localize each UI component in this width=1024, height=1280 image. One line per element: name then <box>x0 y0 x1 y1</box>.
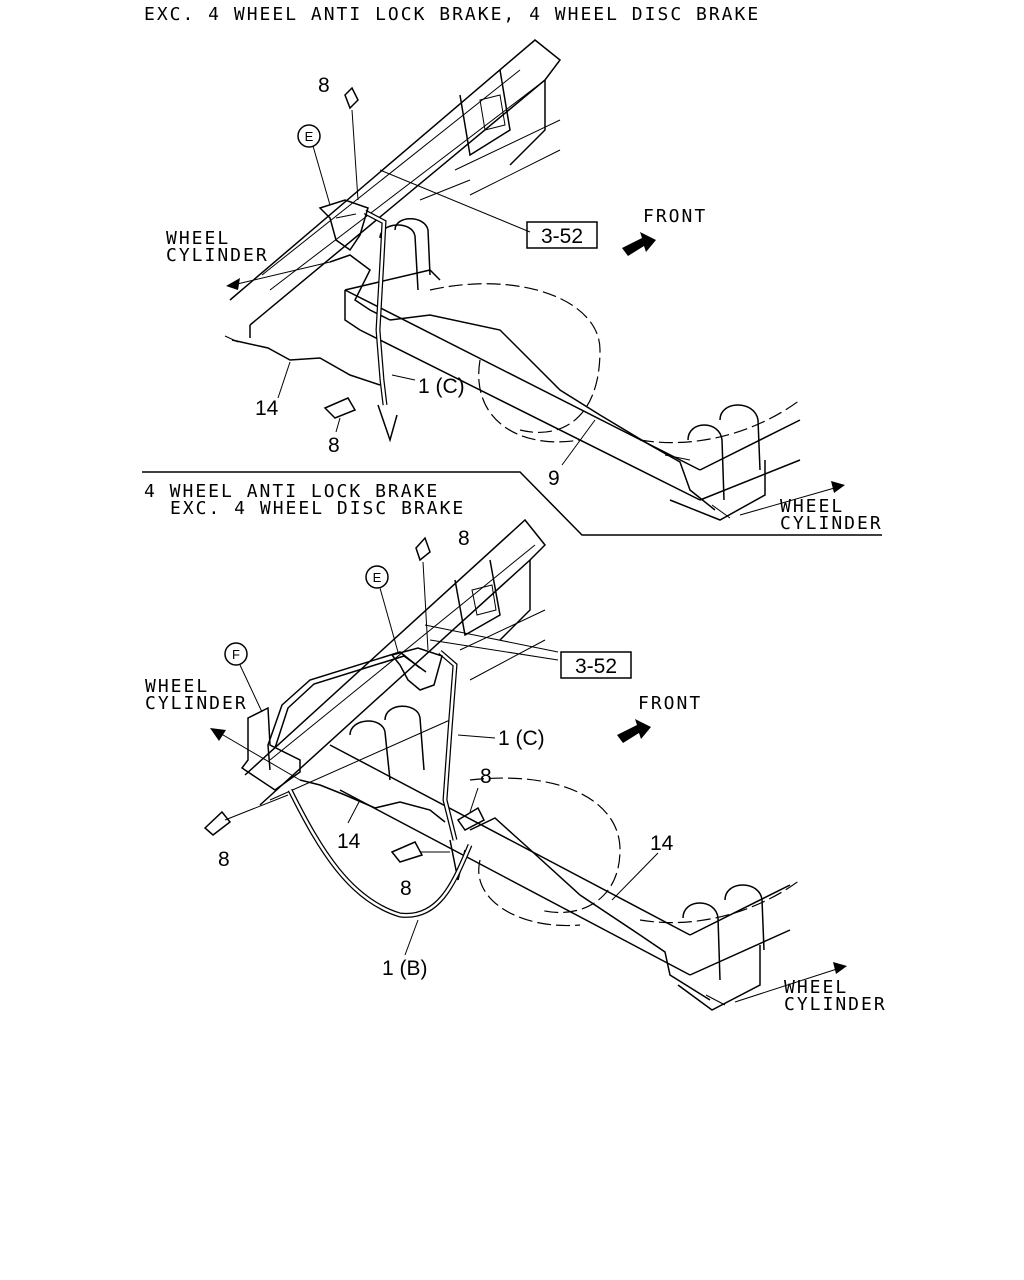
bottom-bracket-e: E <box>365 565 443 691</box>
top-clip-top: 8 <box>318 74 359 201</box>
top-pipe-9-label: 9 <box>548 467 560 490</box>
top-bracket-e: E <box>297 124 369 252</box>
top-pipe-14-label: 14 <box>255 397 279 420</box>
top-wheel-cylinder-right: WHEEL CYLINDER <box>739 481 883 534</box>
bottom-front-indicator: FRONT <box>617 693 702 743</box>
bottom-clip-mid-label: 8 <box>400 877 412 900</box>
bottom-bracket-f: F <box>224 642 301 791</box>
top-front-indicator: FRONT <box>622 206 707 256</box>
bottom-axle <box>329 705 801 1011</box>
top-frame-rail <box>229 39 562 338</box>
bottom-wheel-cylinder-right: WHEEL CYLINDER <box>734 962 887 1015</box>
bottom-clip-left-label: 8 <box>218 848 230 871</box>
top-wheel-left-line1: WHEEL <box>166 228 230 249</box>
bottom-brake-pipe-14-right <box>469 817 711 1001</box>
bottom-wheel-right-line1: WHEEL <box>784 977 848 998</box>
top-hose-1c-label: 1 (C) <box>418 375 465 398</box>
top-wheel-right-line1: WHEEL <box>780 496 844 517</box>
bottom-bracket-f-label: F <box>232 647 240 662</box>
bottom-clip-top-label: 8 <box>458 527 470 550</box>
top-clip-bottom: 8 <box>323 397 357 457</box>
bottom-wheel-right-line2: CYLINDER <box>784 994 887 1015</box>
bottom-wheel-left-line1: WHEEL <box>145 676 209 697</box>
top-wheel-left-line2: CYLINDER <box>166 245 269 266</box>
top-wheel-cylinder-left: WHEEL CYLINDER <box>166 228 331 290</box>
bottom-front-label: FRONT <box>638 693 702 714</box>
bottom-heading-line1: 4 WHEEL ANTI LOCK BRAKE <box>144 481 439 502</box>
bottom-clip-mid: 8 <box>390 841 450 900</box>
bottom-wheel-left-arrow-icon <box>210 728 226 741</box>
section-divider <box>142 471 882 536</box>
bottom-clip-left: 8 <box>203 794 289 871</box>
top-bracket-e-label: E <box>305 129 314 144</box>
top-brake-pipe-9 <box>389 314 716 511</box>
bottom-crossover-pipe <box>267 651 421 771</box>
bottom-wheel-left-line2: CYLINDER <box>145 693 248 714</box>
bottom-front-arrow-icon <box>617 719 651 743</box>
bottom-pipe-14-left-label: 14 <box>337 830 361 853</box>
bottom-wheel-right-arrow-icon <box>833 962 847 974</box>
bottom-hose-1b <box>287 788 473 918</box>
bottom-ref-label: 3-52 <box>575 655 617 678</box>
bottom-pipe-14-right-label: 14 <box>650 832 674 855</box>
top-clip-top-label: 8 <box>318 74 330 97</box>
top-view: EXC. 4 WHEEL ANTI LOCK BRAKE, 4 WHEEL DI… <box>142 4 883 536</box>
top-wheel-right-arrow-icon <box>831 481 845 493</box>
top-axle <box>344 218 801 521</box>
top-hose-1c <box>363 209 398 443</box>
bottom-view: 4 WHEEL ANTI LOCK BRAKE EXC. 4 WHEEL DIS… <box>144 481 887 1015</box>
top-wheel-left-arrow-icon <box>226 278 240 290</box>
bottom-clip-right-label: 8 <box>480 765 492 788</box>
bottom-ref-box: 3-52 <box>560 651 632 679</box>
top-ref-box: 3-52 <box>526 221 598 249</box>
bottom-bracket-e-label: E <box>373 570 382 585</box>
top-heading: EXC. 4 WHEEL ANTI LOCK BRAKE, 4 WHEEL DI… <box>144 4 760 25</box>
top-ref-label: 3-52 <box>541 225 583 248</box>
bottom-heading-line2: EXC. 4 WHEEL DISC BRAKE <box>170 498 465 519</box>
bottom-clip-right: 8 <box>456 765 492 831</box>
bottom-wheel-cylinder-left: WHEEL CYLINDER <box>145 676 301 781</box>
top-wheel-right-line2: CYLINDER <box>780 513 883 534</box>
bottom-hose-1c-label: 1 (C) <box>498 727 545 750</box>
bottom-frame-rail <box>244 518 547 806</box>
bottom-hose-1b-label: 1 (B) <box>382 957 428 980</box>
bottom-brake-pipe-14-left <box>299 779 446 823</box>
top-clip-bottom-label: 8 <box>328 434 340 457</box>
bottom-clip-top: 8 <box>415 527 470 651</box>
top-front-label: FRONT <box>643 206 707 227</box>
top-front-arrow-icon <box>622 232 656 256</box>
top-brake-pipe-14 <box>231 339 381 386</box>
bottom-hose-1c <box>438 650 466 881</box>
